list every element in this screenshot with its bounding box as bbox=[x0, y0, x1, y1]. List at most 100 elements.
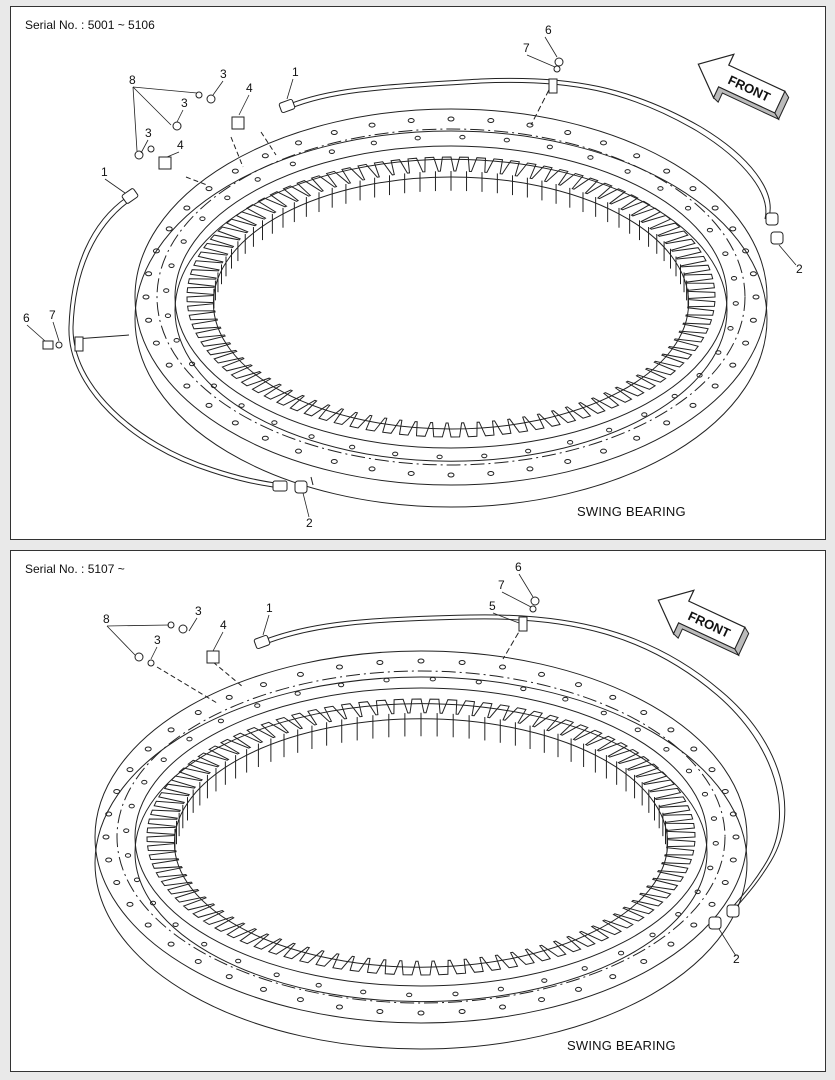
bolt-hole bbox=[417, 658, 425, 664]
callout-3: 3 bbox=[220, 67, 227, 81]
bolt-hole bbox=[710, 816, 718, 821]
bolt-hole bbox=[708, 767, 716, 773]
bolt-hole bbox=[587, 155, 594, 160]
bolt-hole bbox=[567, 440, 574, 445]
bolt-hole bbox=[210, 383, 218, 389]
bolt-hole bbox=[164, 313, 172, 318]
callout-7: 7 bbox=[49, 308, 56, 322]
bolt-hole bbox=[330, 130, 338, 136]
bolt-hole bbox=[742, 248, 750, 254]
callout-2: 2 bbox=[306, 516, 313, 530]
bolt-hole bbox=[633, 435, 641, 441]
bolt-hole bbox=[729, 811, 737, 817]
bolt-hole bbox=[721, 880, 729, 886]
bolt-hole bbox=[335, 664, 343, 670]
bolt-hole bbox=[407, 470, 415, 476]
callout-4: 4 bbox=[246, 81, 253, 95]
bolt-hole bbox=[447, 472, 455, 478]
bolt-hole bbox=[296, 671, 304, 677]
bolt-hole bbox=[165, 362, 173, 368]
bolt-hole bbox=[201, 941, 208, 947]
bolt-hole bbox=[225, 974, 233, 980]
bolt-hole bbox=[145, 317, 153, 323]
diagram-caption: SWING BEARING bbox=[577, 504, 686, 519]
bolt-hole bbox=[128, 803, 135, 809]
bolt-hole bbox=[711, 205, 719, 211]
callout-6: 6 bbox=[545, 23, 552, 37]
bolt-hole bbox=[715, 350, 722, 355]
bolt-hole bbox=[706, 227, 714, 233]
bolt-hole bbox=[149, 900, 157, 906]
bolt-hole bbox=[126, 901, 134, 907]
bolt-hole bbox=[294, 691, 301, 696]
bolt-hole bbox=[497, 986, 504, 992]
bolt-hole bbox=[144, 922, 152, 928]
bolt-hole bbox=[624, 169, 631, 174]
bolt-hole bbox=[581, 966, 588, 971]
callout-1: 1 bbox=[266, 601, 273, 615]
race-seam bbox=[156, 128, 746, 466]
bolt-hole bbox=[296, 997, 304, 1003]
bolt-hole bbox=[417, 1010, 425, 1016]
callout-8: 8 bbox=[129, 73, 136, 87]
bolt-hole bbox=[526, 122, 534, 128]
bottom-diagram-panel: Serial No. : 5107 ~ bbox=[10, 550, 826, 1072]
grease-lines bbox=[156, 614, 786, 912]
bolt-hole bbox=[634, 727, 641, 733]
callout-6: 6 bbox=[515, 560, 522, 574]
bolt-hole bbox=[123, 828, 130, 833]
bolt-hole bbox=[459, 134, 466, 140]
bolt-hole bbox=[475, 679, 482, 685]
bolt-hole bbox=[685, 768, 693, 774]
bolt-hole bbox=[600, 710, 607, 716]
bolt-hole bbox=[330, 458, 338, 464]
bolt-hole bbox=[640, 710, 648, 716]
bolt-hole bbox=[144, 746, 152, 752]
inner-race-edge bbox=[174, 145, 728, 449]
bolt-hole bbox=[436, 454, 443, 460]
bolt-hole bbox=[690, 922, 698, 928]
bolt-hole bbox=[458, 660, 466, 666]
bolt-hole bbox=[338, 682, 345, 688]
bolt-hole bbox=[721, 788, 729, 794]
bolt-hole bbox=[503, 137, 510, 143]
bolt-hole bbox=[407, 118, 415, 124]
bolt-hole bbox=[105, 857, 113, 863]
bolt-hole bbox=[701, 791, 709, 797]
bolt-hole bbox=[194, 958, 202, 964]
callout-leaders bbox=[106, 573, 737, 957]
bolt-hole bbox=[663, 168, 671, 174]
bolt-hole bbox=[671, 393, 678, 399]
bolt-hole bbox=[499, 664, 507, 670]
bolt-hole bbox=[273, 972, 280, 978]
bolt-hole bbox=[696, 372, 703, 378]
bolt-hole bbox=[562, 696, 569, 702]
bolt-hole bbox=[145, 271, 153, 277]
bolt-hole bbox=[113, 880, 121, 886]
callout-3: 3 bbox=[154, 633, 161, 647]
bolt-hole bbox=[541, 978, 548, 983]
bolt-hole bbox=[102, 834, 110, 840]
bolt-hole bbox=[142, 294, 150, 300]
bolt-hole bbox=[260, 986, 267, 992]
bolt-hole bbox=[183, 383, 191, 389]
bolt-hole bbox=[186, 736, 193, 742]
bolt-hole bbox=[199, 216, 206, 222]
callout-7: 7 bbox=[523, 41, 530, 55]
front-arrow-icon: FRONT bbox=[657, 589, 750, 657]
bolt-hole bbox=[600, 140, 607, 146]
bolt-hole bbox=[295, 448, 302, 454]
bolt-hole bbox=[675, 912, 682, 917]
bolt-hole bbox=[727, 326, 734, 331]
gear-root-edge bbox=[173, 718, 669, 968]
bolt-hole bbox=[538, 997, 546, 1003]
bolt-hole bbox=[205, 402, 213, 408]
bolt-hole bbox=[526, 466, 534, 472]
bolt-hole bbox=[254, 177, 261, 182]
bolt-hole bbox=[167, 727, 175, 733]
bolt-hole bbox=[217, 718, 225, 724]
bolt-hole bbox=[538, 671, 546, 677]
bolt-hole bbox=[376, 1008, 384, 1014]
bolt-hole bbox=[349, 444, 356, 450]
bolt-hole bbox=[172, 922, 179, 927]
